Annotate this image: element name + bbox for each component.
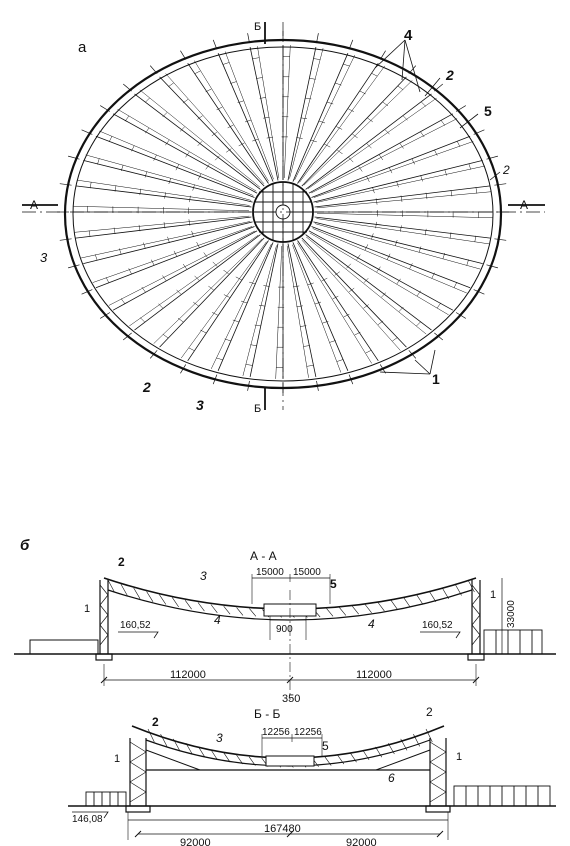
dim-15000-right: 15000: [293, 567, 321, 578]
callout-1-bb-left: 1: [114, 753, 120, 765]
callout-2-plan-top: 2: [445, 67, 454, 83]
callout-3-plan-bottom: 3: [196, 397, 204, 413]
truss-web-bb: [147, 728, 433, 768]
annex-left-bb: [85, 791, 127, 807]
dim-350: 350: [282, 693, 300, 705]
callout-2-bb-right: 2: [426, 705, 433, 719]
section-aa: [14, 574, 556, 700]
callout-2-plan-bottom: 2: [142, 379, 151, 395]
leader-lines: [374, 39, 501, 375]
span-total-bb: 167480: [264, 823, 301, 835]
perimeter-ticks: [57, 31, 509, 393]
span-right-bb: 92000: [346, 837, 377, 846]
plan-view: [22, 22, 545, 410]
section-a-right-label: А: [520, 198, 528, 212]
callout-5-bb: 5: [322, 739, 329, 753]
central-ring-bb: [265, 755, 315, 767]
span-left-aa: 112000: [170, 669, 206, 681]
annex-right-aa: [483, 629, 543, 655]
span-left-bb: 92000: [180, 837, 211, 846]
section-bb: [68, 725, 556, 840]
height-33000: 33000: [506, 600, 517, 628]
callout-2-aa: 2: [118, 555, 125, 569]
callout-1-aa-right: 1: [490, 589, 496, 601]
section-a-left-label: А: [30, 198, 38, 212]
callout-4-plan: 4: [404, 27, 413, 44]
callout-1-bb-right: 1: [456, 751, 462, 763]
dim-900: 900: [276, 624, 293, 635]
callout-2-bb-left: 2: [152, 715, 159, 729]
callout-2-plan-right: 2: [502, 163, 510, 177]
callout-3-aa: 3: [200, 569, 207, 583]
section-bb-title: Б - Б: [254, 707, 281, 721]
elev-left-aa: 160,52: [120, 620, 151, 631]
callout-4-aa-right: 4: [368, 617, 375, 631]
plan-panel-label: а: [78, 39, 87, 56]
column-left-aa: [95, 580, 113, 661]
dim-15000-left: 15000: [256, 567, 284, 578]
dim-12256-left: 12256: [262, 727, 290, 738]
callout-5-plan: 5: [484, 103, 492, 119]
elev-left-bb: 146,08: [72, 814, 103, 825]
callout-1-plan: 1: [432, 371, 440, 387]
column-right-aa: [467, 580, 485, 661]
callout-4-aa-left: 4: [214, 613, 221, 627]
callout-6-bb: 6: [388, 771, 395, 785]
section-panel-label: б: [20, 537, 30, 554]
callout-3-plan-left: 3: [40, 250, 48, 265]
dim-12256-right: 12256: [294, 727, 322, 738]
frame-right-bb: [375, 738, 451, 813]
callout-3-bb: 3: [216, 731, 223, 745]
annex-left-aa: [29, 639, 99, 655]
frame-left-bb: [125, 738, 201, 813]
span-right-aa: 112000: [356, 669, 392, 681]
elev-right-aa: 160,52: [422, 620, 453, 631]
callout-1-aa-left: 1: [84, 603, 90, 615]
section-b-bottom-label: Б: [254, 403, 261, 415]
section-aa-title: А - А: [250, 549, 277, 563]
callout-5-aa: 5: [330, 577, 337, 591]
annex-right-bb: [453, 785, 551, 807]
section-b-top-label: Б: [254, 21, 261, 33]
